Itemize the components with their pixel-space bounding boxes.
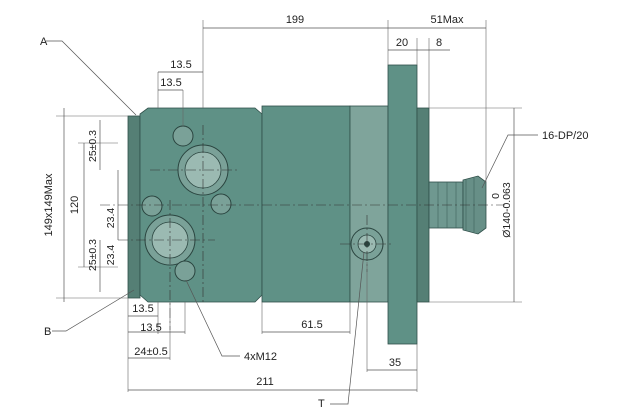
bolt-hole-right <box>210 193 232 215</box>
dim-upper-centre: 23.4 <box>105 208 117 229</box>
dim-shaft-extension: 51Max <box>430 14 464 26</box>
top-dimensions: 199 51Max 20 8 13.5 13.5 <box>157 14 487 182</box>
callout-port-a: A <box>40 36 48 48</box>
dim-bottom-offset-2: 13.5 <box>140 322 161 334</box>
dim-port-pitch: 120 <box>69 196 81 214</box>
dim-port-depth: 24±0.5 <box>134 346 168 358</box>
bolt-hole-left <box>141 195 163 217</box>
bearing-housing <box>349 105 389 303</box>
dim-pilot-zero: 0 <box>490 193 502 199</box>
dim-top-offset-2: 13.5 <box>160 77 181 89</box>
callout-drain-port: T <box>318 398 325 410</box>
dim-bottom-offset-1: 13.5 <box>132 303 153 315</box>
left-dimensions: 149x149Max 120 25±0.3 25±0.3 23.4 23.4 <box>43 108 128 302</box>
dim-pilot-diameter: Ø140-0.063 <box>501 182 513 238</box>
bolt-hole-top-left <box>172 125 194 147</box>
dim-total-length: 211 <box>256 376 274 388</box>
dim-lower-centre: 23.4 <box>105 245 117 266</box>
dim-flange-size: 149x149Max <box>43 173 55 236</box>
dim-port-b-offset: 25±0.3 <box>87 239 99 271</box>
mounting-flange <box>387 64 418 345</box>
dim-top-offset-1: 13.5 <box>170 59 191 71</box>
right-dimensions: Ø140-0.063 0 16-DP/20 <box>429 107 588 303</box>
main-housing <box>261 105 351 303</box>
dim-pilot-length: 8 <box>436 37 442 49</box>
dim-drain-to-flange: 35 <box>389 357 401 369</box>
bottom-dimensions: 13.5 13.5 24±0.5 61.5 35 211 4xM12 <box>127 262 418 392</box>
dim-flange-thickness: 20 <box>396 37 408 49</box>
port-callouts: A B T <box>40 36 365 410</box>
dim-port-a-offset: 25±0.3 <box>87 130 99 162</box>
bolt-hole-bottom <box>174 260 196 282</box>
dim-overall-length: 199 <box>286 14 304 26</box>
callout-bolt-pattern: 4xM12 <box>244 351 277 363</box>
motor-body <box>127 64 487 345</box>
dim-drain-position: 61.5 <box>301 319 322 331</box>
end-cap-plate <box>127 115 141 299</box>
callout-shaft-spline: 16-DP/20 <box>542 130 588 142</box>
callout-port-b: B <box>44 326 51 338</box>
